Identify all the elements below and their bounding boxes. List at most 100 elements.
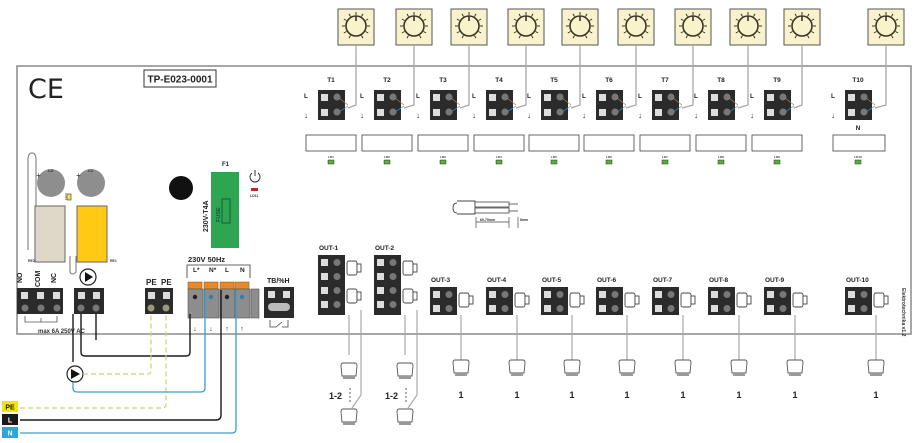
actuator-count: 1 [458,390,463,400]
thermostat-terminal [486,90,517,120]
version-label: Elektrotechnika v1.2 [900,288,906,337]
mains-legend-label: N [7,431,12,438]
output-terminal [430,287,457,315]
led-label: LD6 [606,155,612,159]
relay-rating: max 6A 250V AC [38,329,86,335]
svg-text:LD11: LD11 [250,194,258,198]
svg-text:C2: C2 [48,168,54,173]
actuator-icon [340,408,358,425]
actuator-count: 1 [736,390,741,400]
status-led [854,159,862,165]
thermostat-terminal [596,90,627,120]
thermostat-label: T3 [439,77,447,84]
thermostat-label: T8 [717,77,725,84]
relay-led [66,193,72,201]
actuator-count: 1 [624,390,629,400]
connector-plug [792,292,808,308]
power-terminal-label: L* [193,267,200,274]
pump-icon [79,268,97,286]
terminal-arrow-label: ↓ [831,111,835,120]
connector-plug [346,288,362,304]
led-label: LD10 [854,155,862,159]
actuator-count: 1 [569,390,574,400]
output-terminal [486,287,513,315]
power-terminal-label: N [240,267,245,274]
thermostat-terminal [318,90,349,120]
room-thermostat [395,8,433,46]
capacitor-c2: + C2 [36,168,65,197]
fuse-rating: 230V-T4A [203,200,210,232]
capacitor-c1: + C1 [76,168,105,197]
terminal-l-label: L [582,93,586,100]
status-led [439,159,447,165]
status-led [495,159,503,165]
actuator-icon [674,359,692,376]
power-terminal-1: L*↓ [187,267,204,333]
thermostat-terminal [764,90,795,120]
thermostat-channel-3: T3L↓LD3 [416,8,488,165]
actuator-icon [563,359,581,376]
actuator-icon [867,359,885,376]
led-label: LD8 [718,155,724,159]
connector-plug [624,292,640,308]
thermostat-channel-1: T1L↓LD1 [304,8,375,165]
channel-label-field [583,134,635,152]
actuator-count: 1 [680,390,685,400]
relay-re1 [76,205,108,263]
connector-plug [873,292,889,308]
room-thermostat [783,8,821,46]
reset-button[interactable] [169,176,193,200]
output-terminal [541,287,568,315]
thermostat-label: T6 [605,77,613,84]
power-terminal-2: N*↓ [203,267,220,333]
output-label: OUT-2 [375,245,395,252]
output-terminal [596,287,623,315]
actuator-icon [618,359,636,376]
thermostat-terminal [845,90,876,120]
led-label: LD2 [384,155,390,159]
mains-legend-n: N [2,427,18,438]
power-terminal-label: N* [209,267,217,274]
terminal-l-label: L [750,93,754,100]
output-channel-8: OUT-81 [708,277,752,400]
connector-plug [680,292,696,308]
terminal-l-label: L [527,93,531,100]
current-direction-arrow: ↑ [225,326,229,333]
thermostat-channel-8: T8L↓LD8 [694,8,767,165]
terminal-arrow-label: ↓ [360,111,364,120]
strip-length-label: 60-70mm [480,218,495,222]
actuator-count: 1-2 [385,391,398,401]
output-terminal [708,287,735,315]
output-label: OUT-7 [653,277,673,284]
tb-terminal [264,287,294,328]
mains-legend-pe: PE [2,401,18,412]
connector-plug [569,292,585,308]
pe-terminal [145,288,173,314]
fuse-holder [211,172,239,248]
output-label: OUT-4 [487,277,507,284]
thermostat-label: T1 [327,77,335,84]
actuator-icon [340,362,358,379]
actuator-count: 1 [792,390,797,400]
actuator-icon [508,359,526,376]
svg-text:+: + [76,171,81,180]
terminal-n-label: N [856,125,861,132]
power-terminal-4: N↑ [234,267,251,333]
led-label: LD9 [774,155,780,159]
room-thermostat [450,8,488,46]
led-label: LD5 [551,155,557,159]
output-terminal [845,287,872,315]
thermostat-label: T10 [852,77,864,84]
mains-wiring [20,290,237,434]
channel-label-field [751,134,803,152]
output-label: OUT-1 [319,245,339,252]
contact-no: NO [17,272,24,283]
output-channel-4: OUT-41 [486,277,530,400]
pe-label-1: PE [146,278,157,287]
connector-plug [346,260,362,276]
tb-label: TB/%H [267,278,290,285]
power-led [251,188,258,191]
thermostat-terminal [708,90,739,120]
actuator-icon [786,359,804,376]
